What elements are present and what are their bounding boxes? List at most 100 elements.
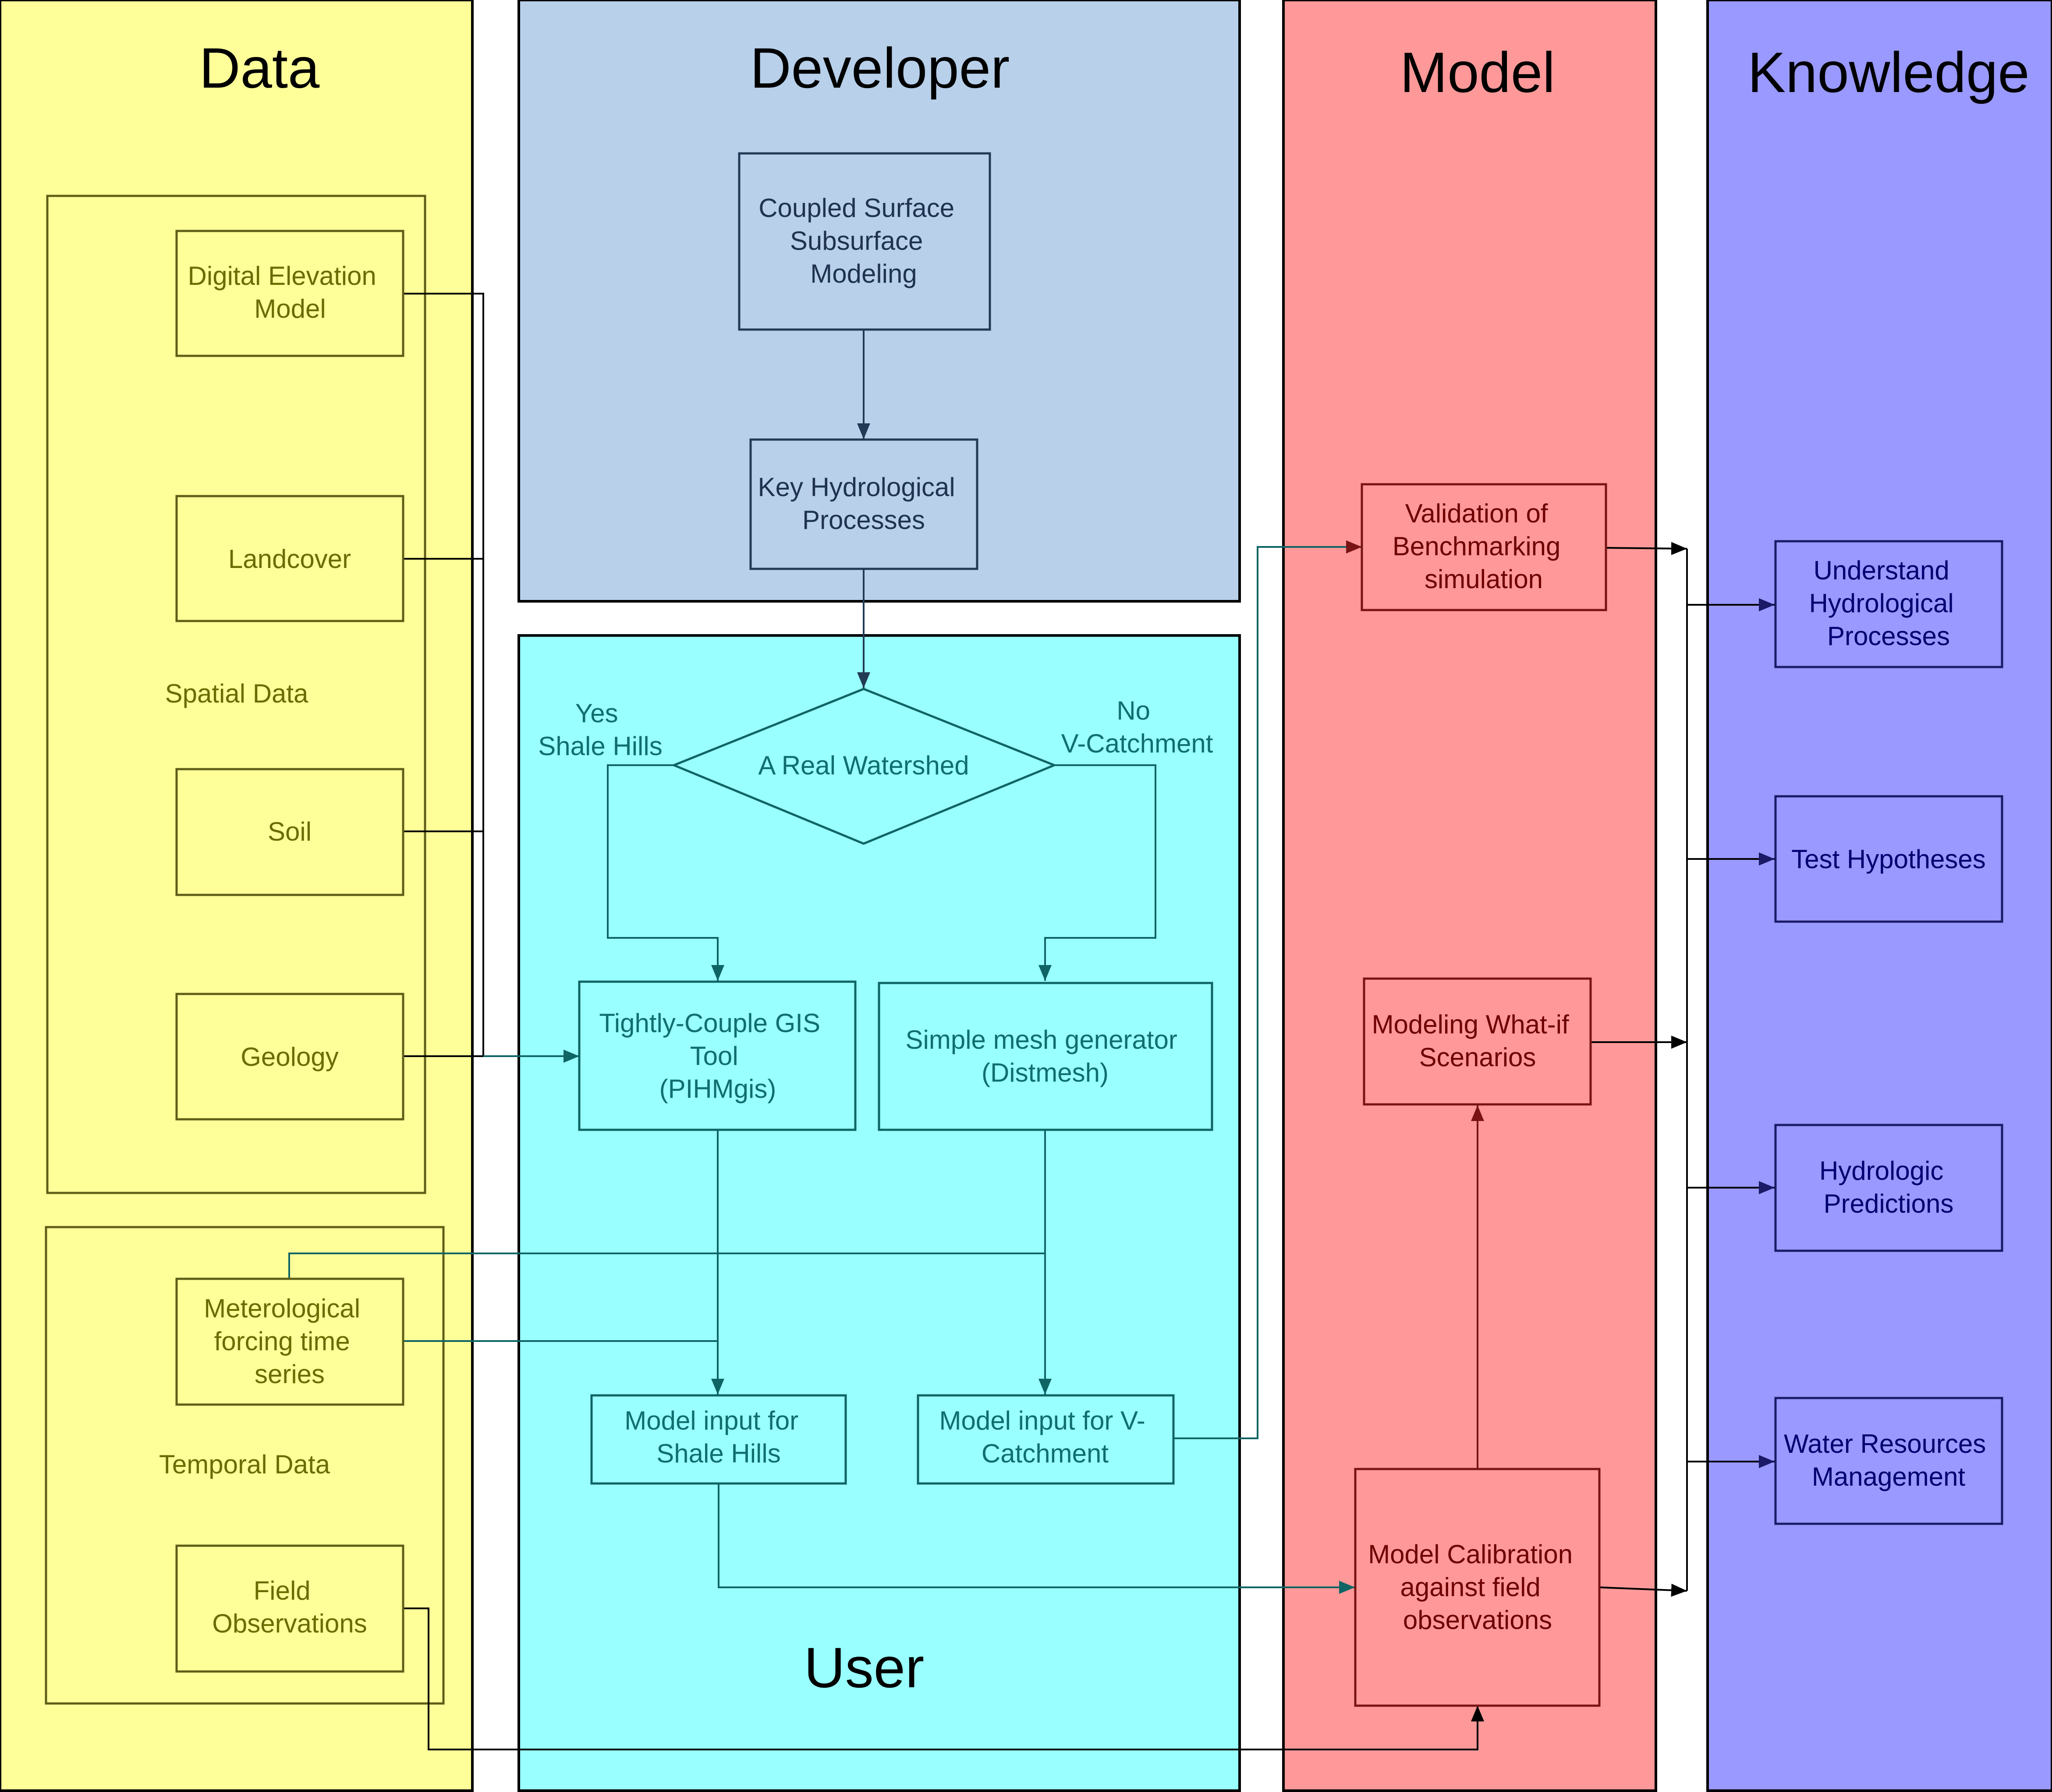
node-hypotheses-line-1: Test Hypotheses — [1791, 845, 1986, 874]
svg-text:Geology: Geology — [241, 1042, 338, 1072]
knowledge-connectors — [1591, 542, 1775, 1597]
edge-label-no-line-1: No — [1116, 696, 1150, 725]
node-calibration-line-1: Model Calibration — [1368, 1540, 1573, 1569]
svg-text:Field Observations: Field Observations — [212, 1576, 367, 1638]
node-validation-line-1: Validation of — [1405, 499, 1548, 528]
svg-text:Test Hypotheses: Test Hypotheses — [1791, 845, 1986, 874]
node-whatif: Modeling What-if Scenarios — [1363, 977, 1592, 1106]
svg-text:Meterological forcing ti: Meterological forcing time series — [204, 1294, 368, 1389]
node-distmesh-line-1: Simple mesh generator — [906, 1025, 1177, 1054]
node-input-vcatchment-line-1: Model input for V- — [939, 1406, 1145, 1435]
node-input-vcatchment: Model input for V- Catchment — [917, 1394, 1175, 1485]
node-predictions: Hydrologic Predictions — [1774, 1124, 2003, 1252]
svg-text:Yes Shale Hills: Yes Shale Hills — [538, 699, 662, 761]
connector-field-calibration — [403, 1607, 1484, 1750]
group-spatial-data-label: Spatial Data — [165, 679, 308, 708]
node-water-line-2: Management — [1812, 1462, 1966, 1491]
node-input-vcatchment-line-2: Catchment — [982, 1439, 1109, 1468]
node-dem-line-1: Digital Elevation — [188, 261, 376, 291]
node-dem-line-2: Model — [254, 294, 326, 323]
data-connectors — [403, 293, 1484, 1750]
connector-calibration-bus — [1599, 1583, 1687, 1597]
svg-text:Model Calibration agains: Model Calibration against field observat… — [1368, 1540, 1580, 1635]
node-calibration-line-2: against field — [1400, 1572, 1541, 1602]
node-pihmgis-line-1: Tightly-Couple GIS — [599, 1008, 820, 1038]
connector-yes-branch — [607, 764, 724, 981]
svg-text:Simple mesh generator (D: Simple mesh generator (Distmesh) — [906, 1025, 1185, 1087]
node-met-line-1: Meterological — [204, 1294, 360, 1323]
svg-text:Digital Elevation Model: Digital Elevation Model — [188, 261, 384, 323]
svg-text:Landcover: Landcover — [228, 544, 351, 574]
svg-text:Understand Hydrological: Understand Hydrological Processes — [1809, 556, 1961, 651]
edge-label-no: No V-Catchment — [1061, 696, 1213, 758]
node-met-line-2: forcing time — [214, 1327, 350, 1356]
node-keyhydro-line-2: Processes — [802, 505, 925, 535]
node-input-shalehills-line-2: Shale Hills — [656, 1439, 780, 1468]
node-validation: Validation of Benchmarking simulation — [1361, 483, 1607, 611]
svg-text:Key Hydrological Process: Key Hydrological Processes — [758, 472, 963, 535]
node-whatif-line-2: Scenarios — [1419, 1043, 1536, 1072]
node-validation-line-3: simulation — [1425, 564, 1543, 594]
svg-text:Validation of Benchmarki: Validation of Benchmarking simulation — [1393, 499, 1568, 594]
svg-text:Tightly-Couple GIS Tool: Tightly-Couple GIS Tool (PIHMgis) — [599, 1008, 827, 1104]
node-water-line-1: Water Resources — [1784, 1429, 1986, 1458]
node-understand: Understand Hydrological Processes — [1774, 540, 2003, 668]
node-predictions-line-2: Predictions — [1824, 1189, 1954, 1218]
node-validation-line-2: Benchmarking — [1393, 532, 1561, 561]
connector-met-vcatchment — [288, 1253, 1045, 1279]
svg-text:Coupled Surface Subsurfa: Coupled Surface Subsurface Modeling — [758, 193, 962, 288]
node-dem: Digital Elevation Model — [175, 230, 404, 357]
node-distmesh-line-2: (Distmesh) — [982, 1058, 1109, 1087]
group-temporal-data-label: Temporal Data — [159, 1450, 330, 1479]
model-connectors — [1173, 540, 1484, 1469]
edge-label-yes-line-2: Shale Hills — [538, 731, 662, 761]
node-field-line-1: Field — [254, 1576, 311, 1605]
node-landcover: Landcover — [175, 495, 404, 622]
node-input-shalehills: Model input for Shale Hills — [590, 1394, 847, 1485]
node-keyhydro: Key Hydrological Processes — [749, 438, 978, 570]
node-hypotheses: Test Hypotheses — [1774, 795, 2003, 923]
connector-no-branch — [1038, 764, 1156, 981]
node-input-shalehills-line-1: Model input for — [624, 1406, 798, 1435]
node-whatif-line-1: Modeling What-if — [1372, 1010, 1570, 1039]
connector-vcatchment-validation — [1173, 540, 1362, 1439]
svg-text:Hydrologic Predictions: Hydrologic Predictions — [1819, 1156, 1953, 1218]
edge-label-yes: Yes Shale Hills — [538, 699, 662, 761]
node-understand-line-3: Processes — [1827, 621, 1950, 651]
svg-text:Modeling What-if Scenari: Modeling What-if Scenarios — [1372, 1010, 1577, 1072]
svg-text:Model input for V- Catch: Model input for V- Catchment — [939, 1406, 1153, 1468]
lane-user-title: User — [804, 1636, 924, 1700]
node-landcover-line-1: Landcover — [228, 544, 351, 574]
node-geology: Geology — [175, 993, 404, 1121]
node-coupled-line-3: Modeling — [810, 259, 917, 288]
svg-text:Soil: Soil — [268, 817, 312, 846]
edge-label-yes-line-1: Yes — [575, 699, 618, 728]
node-decision: A Real Watershed — [671, 688, 1057, 845]
lane-data-title: Data — [199, 36, 320, 100]
svg-text:A Real Watershed: A Real Watershed — [758, 751, 969, 780]
node-pihmgis-line-3: (PIHMgis) — [659, 1074, 776, 1104]
connector-shalehills-calibration — [718, 1483, 1355, 1594]
user-connectors — [288, 764, 1355, 1594]
node-keyhydro-line-1: Key Hydrological — [758, 472, 955, 502]
node-geology-line-1: Geology — [241, 1042, 338, 1072]
node-coupled: Coupled Surface Subsurface Modeling — [738, 152, 991, 331]
group-spatial-data — [46, 195, 426, 1194]
node-soil-line-1: Soil — [268, 817, 312, 846]
lane-model-title: Model — [1400, 40, 1555, 104]
edge-label-no-line-2: V-Catchment — [1061, 729, 1213, 758]
node-met-line-3: series — [255, 1359, 325, 1389]
lane-knowledge-title: Knowledge — [1747, 40, 2029, 104]
group-temporal-data — [45, 1226, 445, 1705]
node-understand-line-2: Hydrological — [1809, 589, 1954, 618]
node-soil: Soil — [175, 768, 404, 896]
node-pihmgis-line-2: Tool — [690, 1041, 738, 1071]
connector-validation-bus — [1605, 542, 1687, 555]
node-water: Water Resources Management — [1774, 1397, 2003, 1525]
svg-text:Water Resources Manageme: Water Resources Management — [1784, 1429, 1993, 1491]
node-distmesh: Simple mesh generator (Distmesh) — [878, 982, 1213, 1131]
node-coupled-line-2: Subsurface — [790, 226, 923, 255]
node-decision-line-1: A Real Watershed — [758, 751, 969, 780]
